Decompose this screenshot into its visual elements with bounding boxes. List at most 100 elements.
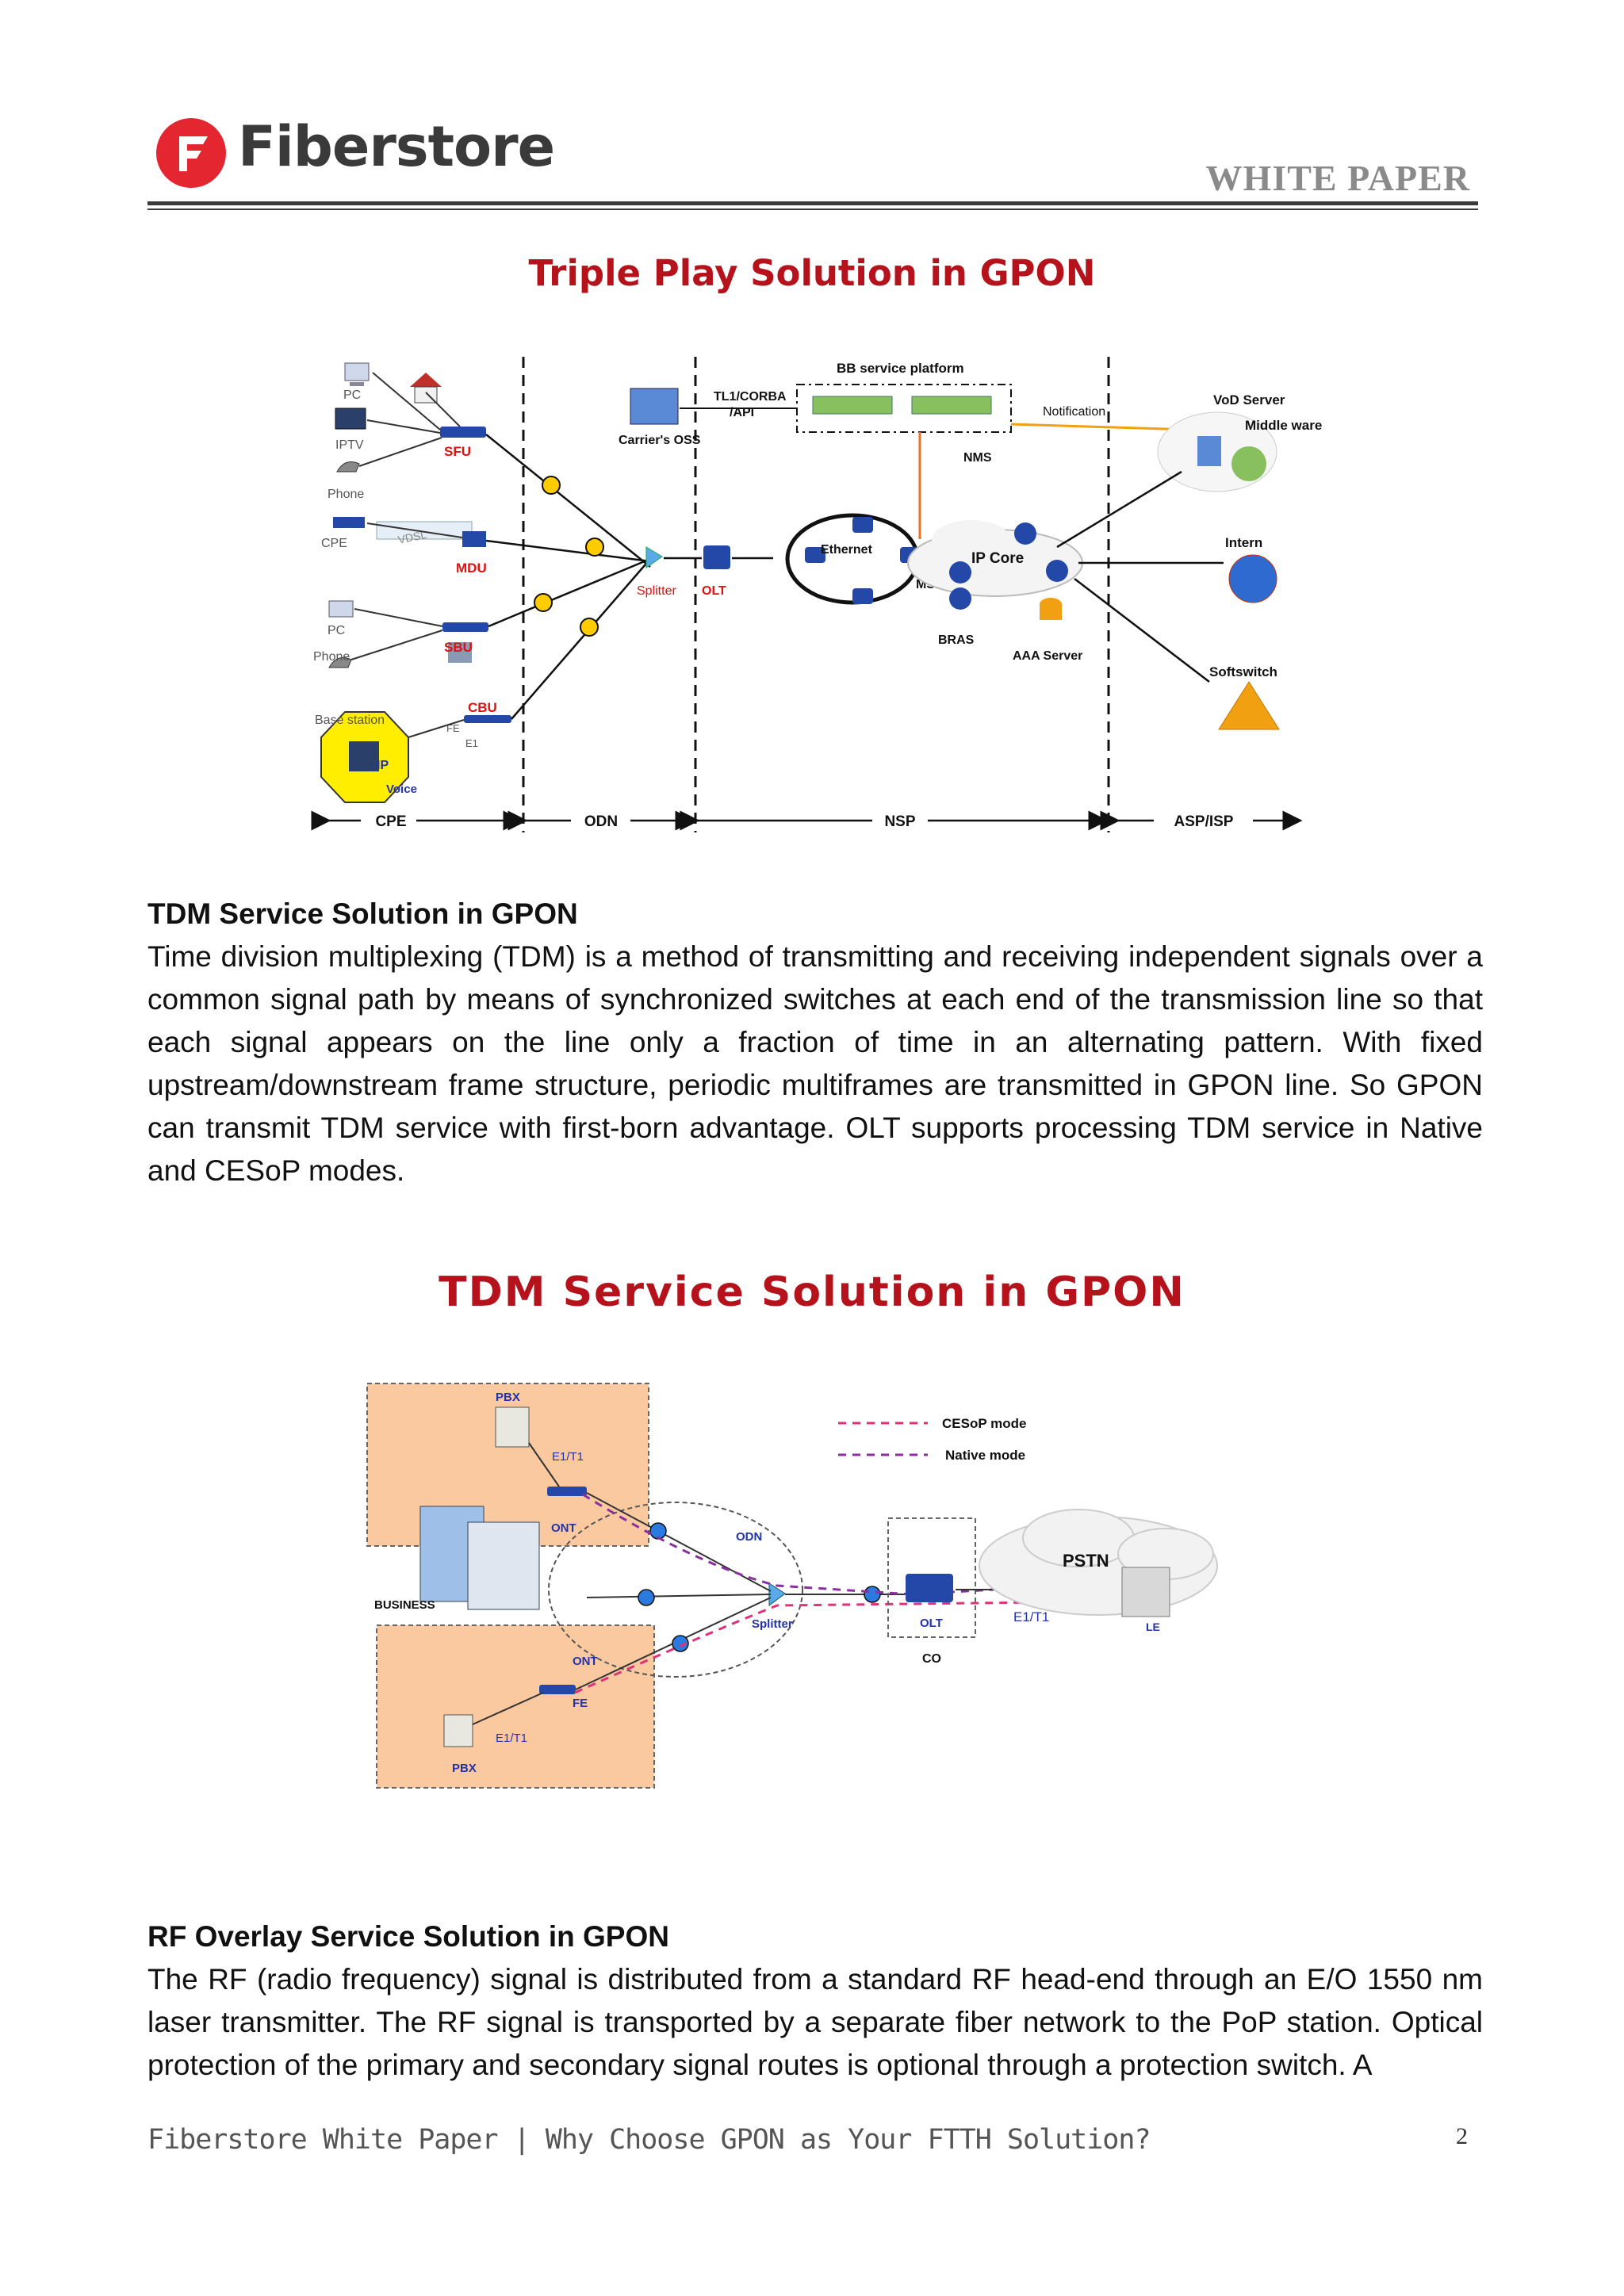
label-pc-top: PC [343,388,361,402]
label-bras: BRAS [938,633,975,647]
header-divider [147,201,1478,205]
label-e1t1-bottom: E1/T1 [496,1732,527,1745]
legend-native-label: Native mode [945,1448,1025,1463]
vod-middleware-cloud [1157,411,1277,492]
rf-section-paragraph: The RF (radio frequency) signal is distr… [147,1963,1483,2081]
splitter-icon [645,546,663,568]
label-phone-mid: Phone [313,650,350,664]
sfu-device-icon [440,427,486,438]
label-olt-2: OLT [920,1617,943,1630]
label-splitter: Splitter [637,584,676,598]
label-mdu: MDU [456,561,487,576]
bb-servers-icon [812,396,992,415]
label-base-station: Base station [315,714,385,727]
cesop-mode-path [574,1600,1103,1694]
bb-platform-box [796,384,1012,433]
label-fe: FE [446,722,460,734]
label-api: /API [730,406,754,419]
fiber-markers-2 [638,1522,881,1652]
label-odn: ODN [736,1530,762,1544]
label-sfu: SFU [444,444,471,459]
label-e1: E1 [465,737,478,749]
mdu-device-icon [462,531,486,547]
odn-circle [548,1502,803,1678]
figure2-title: TDM Service Solution in GPON [439,1269,1185,1316]
label-e1t1-top: E1/T1 [552,1450,584,1464]
label-tl1-corba: TL1/CORBA [714,390,787,404]
label-iptv: IPTV [335,438,364,452]
sbu-device-icon [442,622,488,663]
server-rack-icon [630,388,679,425]
phone-icon-2 [328,657,352,668]
pbx-top-icon [495,1406,530,1448]
olt-icon [703,545,730,569]
rf-section-heading: RF Overlay Service Solution in GPON [147,1920,669,1953]
label-carriers-oss: Carrier's OSS [619,434,701,447]
label-internet: Intern [1225,535,1262,550]
cbu-device-icon [464,715,511,723]
softswitch-icon [1218,681,1280,730]
tdm-section-heading: TDM Service Solution in GPON [147,897,578,930]
label-voice: Voice [386,783,417,796]
footer-text: Fiberstore White Paper | Why Choose GPON… [147,2124,1151,2156]
label-phone-top: Phone [327,488,364,501]
label-ont-top: ONT [551,1521,576,1535]
label-business: BUSINESS [374,1598,435,1612]
base-station-octagon [320,711,409,803]
label-middleware: Middle ware [1245,418,1322,433]
label-softswitch: Softswitch [1209,664,1277,679]
phone-icon [336,461,360,473]
label-pstn: PSTN [1063,1551,1109,1571]
figure1-title: Triple Play Solution in GPON [528,252,1096,294]
label-e1t1-right: E1/T1 [1013,1609,1049,1624]
label-sbu: SBU [444,640,473,655]
label-vod-server: VoD Server [1213,392,1285,408]
label-le: LE [1146,1621,1160,1633]
le-switch-icon [1121,1567,1170,1617]
label-ip-core: IP Core [971,550,1024,567]
fiber-markers [534,476,604,637]
label-seg-nsp: NSP [884,813,915,830]
olt-icon-2 [906,1574,953,1602]
label-seg-cpe: CPE [375,813,406,830]
header-label: WHITE PAPER [1205,158,1470,198]
label-splitter-2: Splitter [752,1617,793,1631]
tdm-service-diagram: BUSINESS PBX E1/T1 ONT PBX E1/T1 ONT FE … [366,1383,1218,1789]
aaa-server-icon [1040,598,1062,620]
label-notification: Notification [1043,405,1105,419]
label-seg-asp: ASP/ISP [1174,813,1234,830]
label-ont-bottom: ONT [573,1655,598,1668]
header-divider-thin [147,209,1478,210]
label-ethernet: Ethernet [821,543,873,557]
fiberstore-logo-icon [156,118,226,188]
business-building-icon [419,1506,540,1610]
label-vdsl: VDSL [396,528,427,546]
page-number: 2 [1456,2123,1468,2149]
pbx-bottom-icon [443,1714,473,1747]
pc-icon-2 [328,600,354,618]
label-cpe-device: CPE [321,537,347,550]
label-bb-platform: BB service platform [837,361,964,376]
cpe-device-icon [333,517,365,528]
internet-globe-icon [1228,554,1277,603]
label-aaa-server: AAA Server [1013,649,1082,663]
legend-cesop-label: CESoP mode [942,1416,1026,1431]
pc-icon [344,362,370,386]
ont-bottom-icon [539,1685,576,1694]
co-box [887,1517,976,1638]
label-seg-odn: ODN [584,813,618,830]
label-olt: OLT [702,584,726,598]
label-cbu: CBU [468,700,497,715]
label-pc-mid: PC [327,624,345,637]
label-ip: IP [377,759,389,772]
tv-icon [335,408,366,430]
triple-play-diagram: PC IPTV Phone SFU CPE VDSL MDU PC Phone … [297,309,1328,840]
label-pbx-bottom: PBX [452,1762,477,1775]
label-pbx-top: PBX [496,1391,520,1404]
ont-top-icon [547,1487,587,1496]
label-co: CO [922,1652,941,1666]
native-mode-path [582,1493,1103,1596]
ip-core-cloud [907,520,1083,597]
premise-box-bottom [376,1624,655,1789]
label-fe-bottom: FE [573,1697,588,1710]
